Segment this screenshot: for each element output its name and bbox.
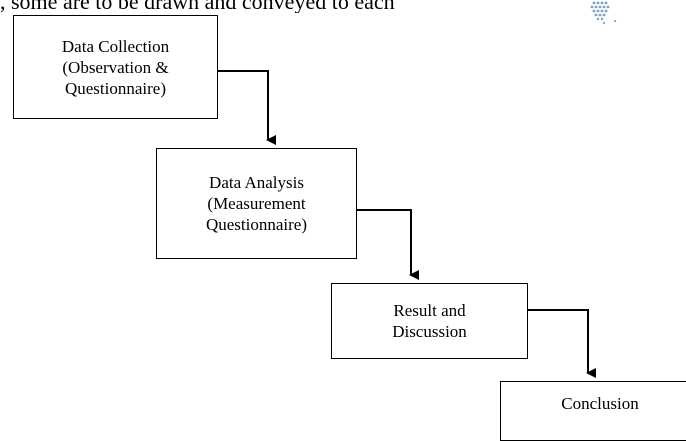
step-conclusion: Conclusion xyxy=(500,381,686,441)
step-conclusion-label: Conclusion xyxy=(561,394,639,413)
connector-arrow-2 xyxy=(357,209,419,280)
step-result-and-discussion: Result and Discussion xyxy=(331,283,528,359)
step-data-collection: Data Collection (Observation & Questionn… xyxy=(13,15,218,119)
step-data-collection-label: Data Collection (Observation & Questionn… xyxy=(61,36,170,98)
dotted-logo-icon xyxy=(590,1,617,25)
step-result-and-discussion-label: Result and Discussion xyxy=(392,301,467,341)
connector-arrow-3 xyxy=(528,309,596,378)
step-data-analysis: Data Analysis (Measurement Questionnaire… xyxy=(156,148,357,259)
flow-connectors xyxy=(218,70,596,378)
step-data-analysis-label: Data Analysis (Measurement Questionnaire… xyxy=(205,173,308,234)
partial-text-line: , some are to be drawn and conveyed to e… xyxy=(0,0,395,13)
connector-arrow-1 xyxy=(218,70,276,145)
